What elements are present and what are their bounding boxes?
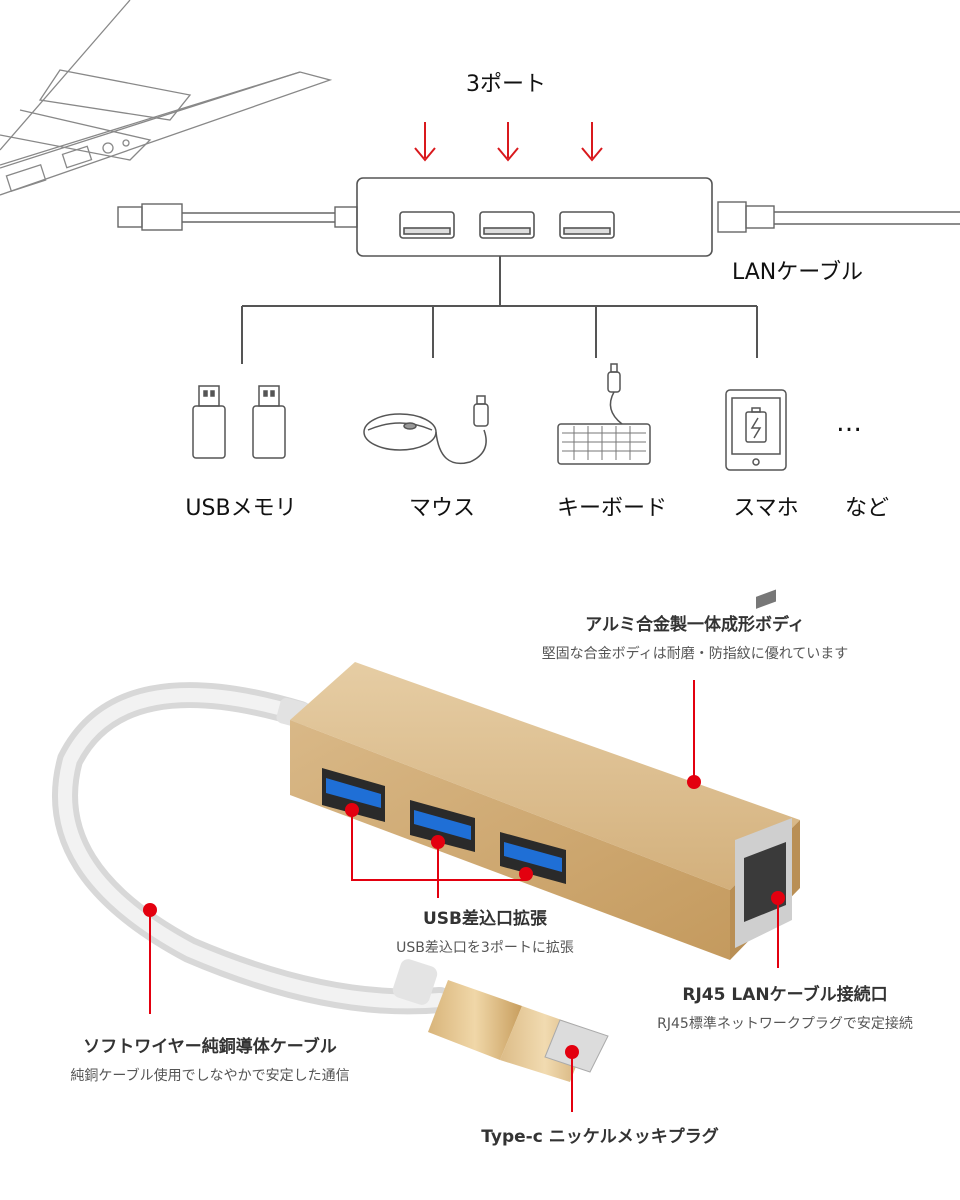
- feature-rj45-desc: RJ45標準ネットワークプラグで安定接続: [657, 1016, 913, 1032]
- smartphone-icon: [725, 389, 787, 471]
- usb-port-2: [410, 800, 475, 852]
- device-label-mouse: マウス: [408, 496, 475, 521]
- keyboard-icon: [557, 363, 651, 465]
- feature-usb-desc: USB差込口を3ポートに拡張: [396, 940, 574, 956]
- feature-usb: USB差込口拡張 USB差込口を3ポートに拡張: [330, 904, 640, 957]
- feature-typec-title: Type-c ニッケルメッキプラグ: [481, 1127, 719, 1147]
- usb-plug-icon: [117, 203, 358, 231]
- port-count-label: 3ポート: [466, 72, 546, 97]
- port-arrows: [414, 122, 603, 162]
- feature-body: アルミ合金製一体成形ボディ 堅固な合金ボディは耐磨・防指紋に優れています: [490, 610, 900, 663]
- feature-typec: Type-c ニッケルメッキプラグ: [440, 1122, 760, 1147]
- typec-plug-photo: [392, 959, 609, 1082]
- device-label-keyboard: キーボード: [556, 496, 667, 521]
- hub-body: [356, 177, 713, 257]
- laptop-icon: [0, 0, 333, 196]
- usb-port-3: [500, 832, 566, 884]
- hub-photo: [290, 589, 800, 960]
- hub-connection-diagram: [0, 0, 960, 471]
- device-label-usb-memory: USBメモリ: [185, 496, 297, 521]
- device-label-etc: など: [844, 496, 889, 521]
- feature-rj45-title: RJ45 LANケーブル接続口: [682, 985, 888, 1005]
- feature-usb-title: USB差込口拡張: [422, 909, 547, 929]
- branch-lines: [241, 256, 758, 364]
- lan-plug-icon: [717, 201, 960, 233]
- ellipsis: …: [836, 408, 866, 438]
- usb-memory-icon: [192, 385, 286, 459]
- mouse-icon: [363, 395, 489, 465]
- feature-cable: ソフトワイヤー純銅導体ケーブル 純銅ケーブル使用でしなやかで安定した通信: [20, 1032, 400, 1085]
- device-label-smartphone: スマホ: [733, 496, 799, 521]
- feature-body-desc: 堅固な合金ボディは耐磨・防指紋に優れています: [541, 646, 849, 662]
- feature-body-title: アルミ合金製一体成形ボディ: [585, 615, 805, 635]
- feature-cable-desc: 純銅ケーブル使用でしなやかで安定した通信: [70, 1068, 350, 1084]
- feature-cable-title: ソフトワイヤー純銅導体ケーブル: [83, 1037, 337, 1057]
- callout-dots: [143, 775, 785, 1059]
- feature-rj45: RJ45 LANケーブル接続口 RJ45標準ネットワークプラグで安定接続: [610, 980, 960, 1033]
- usb-port-1: [322, 768, 385, 822]
- lan-cable-label: LANケーブル: [732, 260, 863, 285]
